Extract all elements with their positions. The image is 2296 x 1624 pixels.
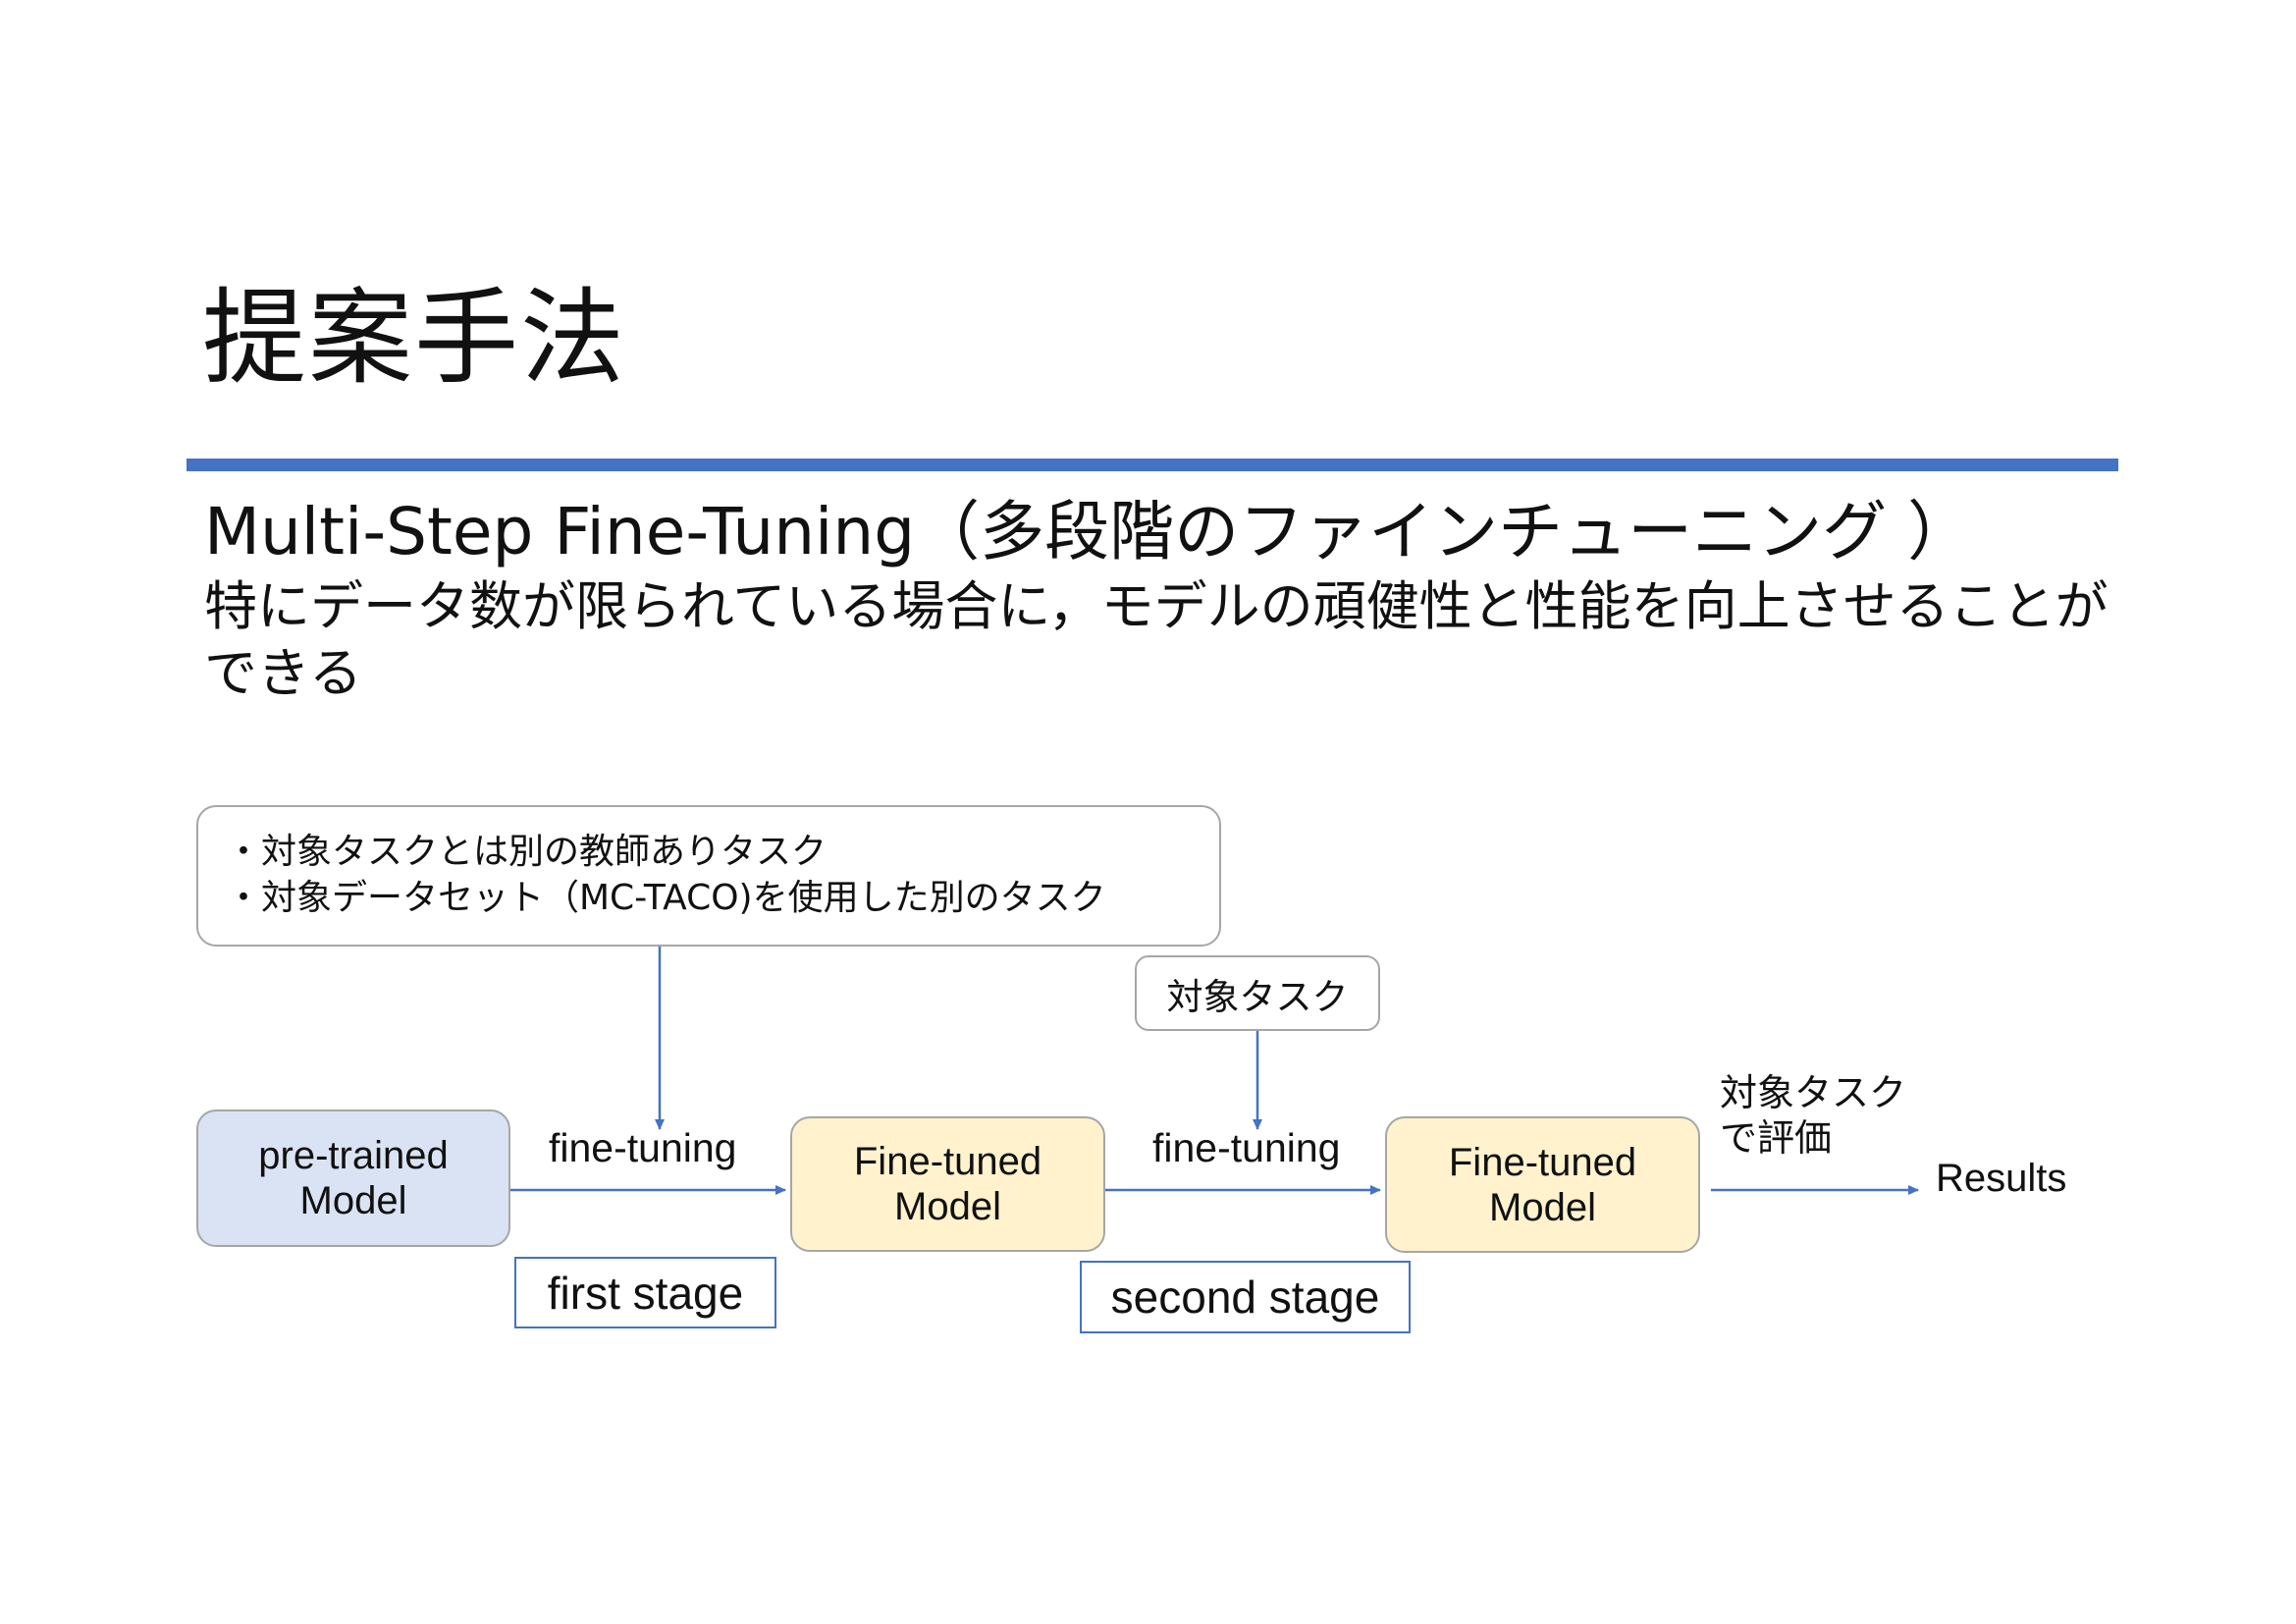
finetuned-model-box-1: Fine-tuned Model	[790, 1116, 1105, 1252]
results-label: Results	[1936, 1157, 2067, 1200]
finetuning-label-1: fine-tuning	[549, 1125, 737, 1170]
evaluation-label-line-1: 対象タスク	[1720, 1071, 1907, 1114]
finetuning-label-2: fine-tuning	[1152, 1125, 1341, 1170]
source-task-note-line-2: ・対象データセット（MC-TACO)を使用した別のタスク	[226, 878, 1106, 918]
source-task-note: ・対象タスクとは別の教師ありタスク ・対象データセット（MC-TACO)を使用し…	[196, 805, 1221, 947]
finetuned-model-box-2: Fine-tuned Model	[1385, 1116, 1700, 1253]
finetuned-model-2-label-2: Model	[1489, 1185, 1596, 1229]
pretrained-model-label-1: pre-trained	[258, 1134, 449, 1177]
slide-subtitle: Multi-Step Fine-Tuning（多段階のファインチューニング ）	[204, 494, 1973, 569]
pretrained-model-box: pre-trained Model	[196, 1110, 510, 1247]
finetuned-model-1-label-1: Fine-tuned	[853, 1140, 1042, 1183]
pretrained-model-label-2: Model	[299, 1179, 407, 1222]
slide-description: 特にデータ数が限られている場合に，モデルの頑健性と性能を向上させることができる	[204, 575, 2109, 704]
target-task-box: 対象タスク	[1135, 955, 1380, 1031]
source-task-note-line-1: ・対象タスクとは別の教師ありタスク	[226, 832, 828, 872]
evaluation-label-line-2: で評価	[1720, 1116, 1833, 1160]
finetuned-model-2-label-1: Fine-tuned	[1448, 1140, 1637, 1184]
evaluation-label: 対象タスク で評価	[1720, 1070, 1906, 1161]
slide-title: 提案手法	[202, 278, 626, 399]
second-stage-label: second stage	[1080, 1261, 1411, 1333]
title-divider	[187, 459, 2118, 471]
finetuned-model-1-label-2: Model	[894, 1185, 1001, 1228]
first-stage-label: first stage	[514, 1257, 776, 1328]
